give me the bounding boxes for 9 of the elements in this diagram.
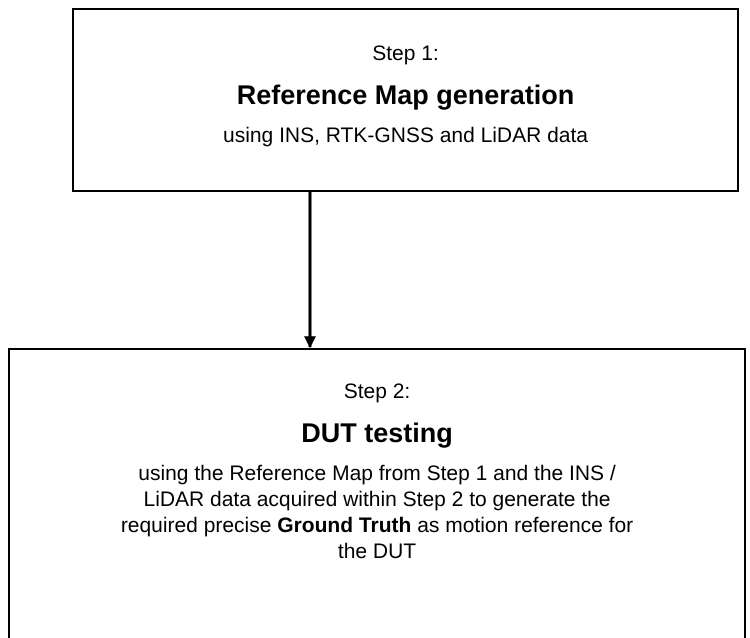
step-title: DUT testing <box>301 418 453 449</box>
step-label: Step 1: <box>372 42 439 66</box>
arrow <box>304 192 316 348</box>
step-label: Step 2: <box>344 380 410 404</box>
process-box <box>8 348 746 638</box>
step-description: using INS, RTK-GNSS and LiDAR data <box>223 123 588 149</box>
step-description: using the Reference Map from Step 1 and the INS / LiDAR data acquired within Step 2 to generate the required precise Ground Truth as motion reference for the DUT <box>120 461 634 566</box>
step-title: Reference Map generation <box>236 80 574 111</box>
process-box <box>72 8 739 192</box>
